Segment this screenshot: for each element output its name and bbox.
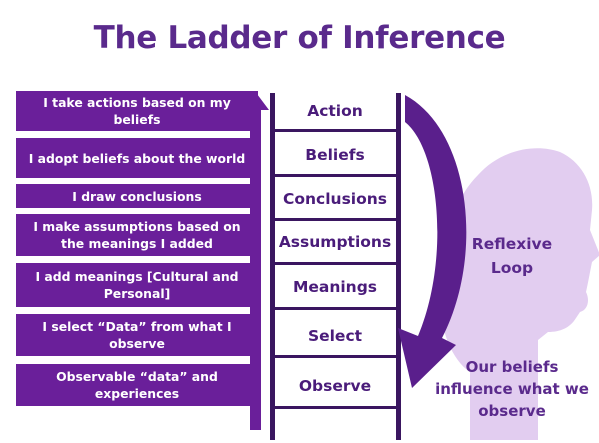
reflexive-loop-arrow	[398, 95, 467, 388]
reflexive-loop-label: Reflexive Loop	[471, 235, 553, 277]
statement-assumptions: I make assumptions based on the meanings…	[16, 214, 258, 256]
ladder-rung	[270, 307, 401, 310]
ladder-rung	[270, 218, 401, 221]
ladder-rungs	[270, 129, 401, 409]
statement-meanings: I add meanings [Cultural and Personal]	[16, 263, 258, 307]
ladder-rung	[270, 406, 401, 409]
ladder-rung	[270, 174, 401, 177]
ladder-rung	[270, 262, 401, 265]
ladder-rung	[270, 129, 401, 132]
rung-label-meanings: Meanings	[292, 278, 378, 296]
rung-label-beliefs: Beliefs	[305, 146, 365, 164]
statement-actions: I take actions based on my beliefs	[16, 91, 258, 131]
rung-label-observe: Observe	[298, 377, 372, 395]
statement-conclusions: I draw conclusions	[16, 184, 258, 208]
ladder-left-rail	[270, 93, 275, 440]
head-silhouette	[440, 148, 599, 440]
statement-beliefs: I adopt beliefs about the world	[16, 138, 258, 178]
rung-label-select: Select	[307, 327, 363, 345]
rung-label-action: Action	[307, 102, 363, 120]
ladder-right-rail	[396, 93, 401, 440]
page-title: The Ladder of Inference	[93, 20, 506, 56]
beliefs-note: Our beliefs influence what we observe	[435, 358, 589, 420]
statement-observable: Observable “data” and experiences	[16, 364, 258, 406]
statement-select: I select “Data” from what I observe	[16, 314, 258, 356]
rung-label-conclusions: Conclusions	[282, 190, 388, 208]
ladder-rung	[270, 355, 401, 358]
rung-label-assumptions: Assumptions	[278, 233, 392, 251]
